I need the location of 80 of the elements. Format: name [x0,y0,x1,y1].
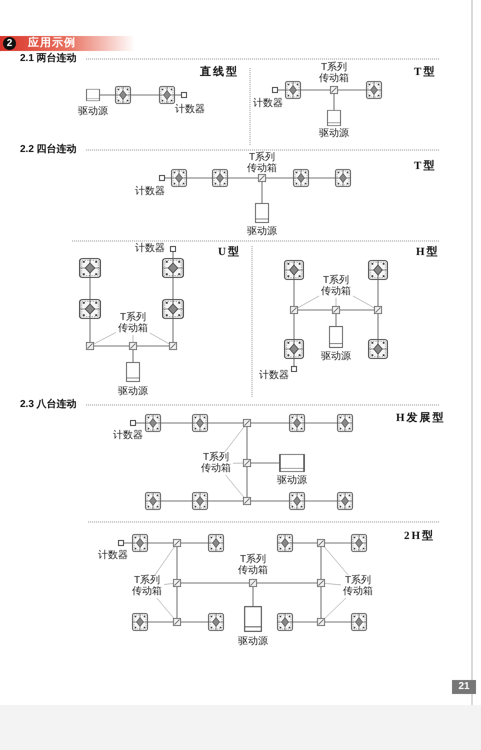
shaft-line [246,426,248,460]
page-title: 应用示例 [28,37,76,50]
callout-label: T系列传动箱 [320,275,352,297]
leader-line [225,474,244,498]
callout-label: T系列传动箱 [131,575,163,597]
leader-line [132,334,134,342]
layout-type-label: T型 [414,160,436,173]
page-number-tab: 21 [452,680,476,694]
layout-type-label: H发展型 [396,412,446,425]
callout-label: T系列传动箱 [117,312,149,334]
shaft-line [180,542,208,544]
shaft-line [136,422,146,424]
leader-line [324,598,346,618]
shaft-line [320,546,322,580]
leader-line [94,332,116,344]
part-label: 计数器 [252,98,284,109]
shaft-line [292,542,318,544]
part-label: 驱动源 [276,475,308,486]
leader-line [224,426,244,452]
callout-label: T系列传动箱 [342,575,374,597]
shaft-line [160,500,192,502]
part-label: 计数器 [134,243,166,254]
shaft-line [304,422,338,424]
layout-type-label: U型 [218,246,241,259]
shaft-line [250,462,280,464]
shaft-line [180,582,250,584]
part-label: 计数器 [134,186,166,197]
leader-line [232,462,244,464]
shaft-line [176,586,178,618]
shaft-line [208,422,244,424]
shaft-line [320,586,322,618]
part-label: 驱动源 [318,128,350,139]
part-label: 驱动源 [117,386,149,397]
section-heading: 2.1 两台连动 [20,53,77,65]
shaft-line [250,422,290,424]
part-label: 驱动源 [77,106,109,117]
leader-line [324,583,342,586]
shaft-line [124,542,132,544]
part-label: 计数器 [258,370,290,381]
layout-type-label: T型 [414,66,436,79]
layout-type-label: 2H型 [404,530,436,543]
shaft-line [172,252,174,258]
shaft-line [304,500,338,502]
callout-label: T系列传动箱 [200,452,232,474]
leader-line [298,296,320,308]
part-label: 计数器 [97,550,129,561]
shaft-line [176,546,178,580]
shaft-line [132,350,134,362]
shaft-line [172,278,174,300]
leader-line [150,332,170,344]
part-label: 计数器 [112,430,144,441]
leader-line [324,546,348,576]
layout-type-label: H型 [416,246,440,259]
part-label: 驱动源 [320,351,352,362]
shaft-line [174,94,182,96]
layout-type-label: 直线型 [200,66,239,79]
shaft-line [160,422,192,424]
leader-line [154,546,174,576]
part-label: T系列传动箱 [246,152,278,174]
section-number-badge: 2 [3,37,16,50]
shaft-line [252,586,254,606]
leader-line [164,583,174,585]
shaft-line [100,94,116,96]
part-label: 驱动源 [237,636,269,647]
part-label: 计数器 [174,104,206,115]
section-heading: 2.3 八台连动 [20,399,77,411]
shaft-line [208,500,244,502]
shaft-line [130,94,160,96]
part-label: T系列传动箱 [318,62,350,84]
part-label: T系列传动箱 [237,554,269,576]
shaft-line [256,582,318,584]
leader-line [352,296,374,308]
section-heading: 2.2 四台连动 [20,144,77,156]
shaft-line [246,466,248,498]
shaft-line [250,500,290,502]
shaft-line [172,318,174,342]
shaft-line [324,542,352,544]
part-label: 驱动源 [246,226,278,237]
leader-line [156,598,174,618]
shaft-line [148,542,174,544]
